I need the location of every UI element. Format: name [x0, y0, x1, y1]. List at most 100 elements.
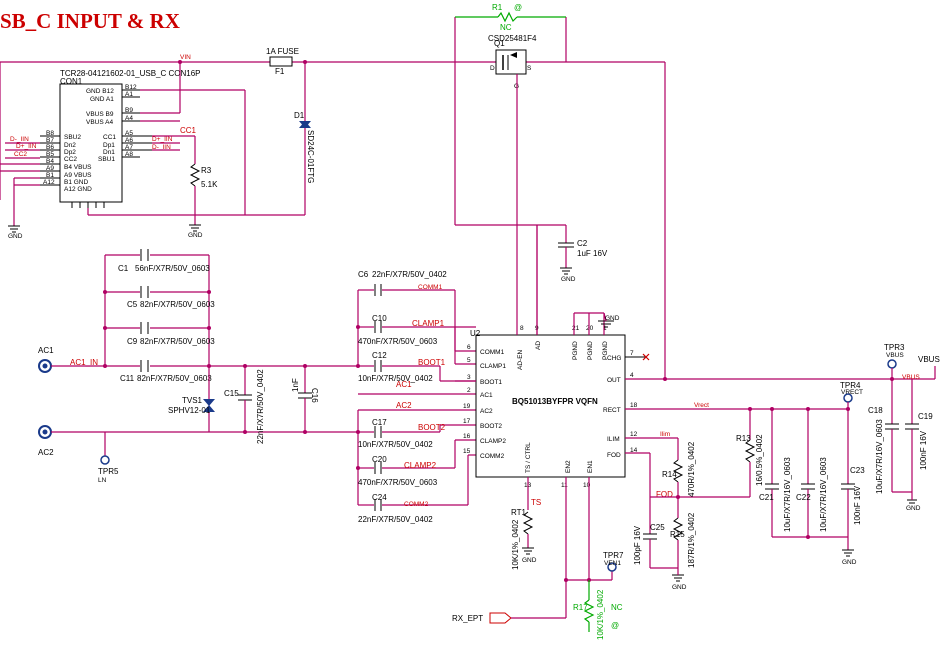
- svg-text:D: D: [490, 65, 495, 72]
- svg-text:10nF/X7R/50V_0402: 10nF/X7R/50V_0402: [358, 374, 433, 383]
- svg-text:CC2: CC2: [14, 151, 27, 158]
- svg-text:C17: C17: [372, 418, 387, 427]
- svg-text:6: 6: [467, 344, 471, 351]
- capacitor-c2: GND C2 1uF 16V: [537, 224, 608, 283]
- svg-text:Dp1: Dp1: [103, 142, 115, 149]
- svg-text:1nF: 1nF: [291, 378, 300, 392]
- svg-text:A1: A1: [125, 91, 133, 98]
- ac-input-network: AC1 AC2 AC1_IN C1 56nF/X7R/50V_0603 C5 8…: [38, 249, 358, 484]
- svg-text:B5: B5: [46, 151, 54, 158]
- svg-text:CLAMP2: CLAMP2: [480, 438, 506, 445]
- svg-text:VBUS A4: VBUS A4: [86, 119, 113, 126]
- svg-text:82nF/X7R/50V_0603: 82nF/X7R/50V_0603: [140, 300, 215, 309]
- svg-text:22nF/X7R/50V_0402: 22nF/X7R/50V_0402: [358, 515, 433, 524]
- svg-text:82nF/X7R/50V_0603: 82nF/X7R/50V_0603: [137, 374, 212, 383]
- svg-text:AD: AD: [535, 341, 542, 350]
- svg-text:SBU1: SBU1: [98, 156, 115, 163]
- svg-text:A5: A5: [125, 130, 133, 137]
- svg-text:PGND: PGND: [602, 341, 609, 360]
- svg-text:C16: C16: [310, 388, 319, 403]
- svg-text:BOOT2: BOOT2: [418, 423, 446, 432]
- svg-text:RT1: RT1: [511, 508, 527, 517]
- svg-text:20: 20: [586, 325, 594, 332]
- svg-text:5: 5: [467, 357, 471, 364]
- resistor-r1: R1 @ NC: [455, 3, 566, 32]
- svg-text:C6: C6: [358, 270, 369, 279]
- svg-text:C1: C1: [118, 264, 129, 273]
- svg-text:GND: GND: [906, 505, 921, 512]
- svg-text:Dn2: Dn2: [64, 142, 76, 149]
- svg-text:CLAMP2: CLAMP2: [404, 461, 437, 470]
- svg-text:RECT: RECT: [603, 407, 621, 414]
- diode-value: SD24C-01FTG: [306, 130, 315, 183]
- vbus-out-label: VBUS: [918, 355, 940, 364]
- svg-text:100nF 16V: 100nF 16V: [853, 485, 862, 525]
- svg-text:R1: R1: [492, 3, 503, 12]
- rx-ept-label: RX_EPT: [452, 614, 483, 623]
- svg-text:R17: R17: [573, 603, 588, 612]
- svg-text:D-_IIN: D-_IIN: [152, 144, 171, 151]
- svg-text:10nF/X7R/50V_0402: 10nF/X7R/50V_0402: [358, 440, 433, 449]
- svg-text:17: 17: [463, 418, 471, 425]
- svg-text:22nF/X7R/50V_0402: 22nF/X7R/50V_0402: [256, 369, 265, 444]
- svg-text:EN2: EN2: [565, 460, 572, 473]
- svg-text:14: 14: [630, 447, 638, 454]
- vin-rail: VIN: [0, 54, 666, 378]
- svg-text:100nF 16V: 100nF 16V: [919, 430, 928, 470]
- svg-text:470nF/X7R/50V_0603: 470nF/X7R/50V_0603: [358, 337, 438, 346]
- svg-text:BOOT2: BOOT2: [480, 423, 502, 430]
- svg-text:2: 2: [467, 387, 471, 394]
- svg-text:16: 16: [463, 433, 471, 440]
- svg-text:18: 18: [630, 402, 638, 409]
- svg-text:VBUS: VBUS: [902, 374, 920, 381]
- svg-text:B4 VBUS: B4 VBUS: [64, 164, 92, 171]
- svg-text:BOOT1: BOOT1: [418, 358, 446, 367]
- ic-u2: U2 BQ51013BYFPR VQFN COMM1 CLAMP1 BOOT1 …: [455, 225, 892, 489]
- svg-text:C5: C5: [127, 300, 138, 309]
- ic-ref: U2: [470, 329, 481, 338]
- ic-value: BQ51013BYFPR VQFN: [512, 397, 598, 406]
- svg-text:PGND: PGND: [587, 341, 594, 360]
- svg-text:R15: R15: [670, 530, 685, 539]
- svg-text:@: @: [514, 3, 522, 12]
- svg-text:GND: GND: [561, 276, 576, 283]
- svg-text:AC1: AC1: [480, 392, 493, 399]
- svg-text:LN: LN: [98, 477, 107, 484]
- svg-text:B9: B9: [125, 107, 133, 114]
- svg-text:10: 10: [583, 482, 591, 489]
- svg-text:100pF 16V: 100pF 16V: [633, 525, 642, 565]
- svg-text:VBUS B9: VBUS B9: [86, 111, 114, 118]
- svg-text:NC: NC: [611, 603, 623, 612]
- svg-text:10uF/X7R/16V_0603: 10uF/X7R/16V_0603: [875, 419, 884, 494]
- svg-text:GND A1: GND A1: [90, 96, 114, 103]
- svg-text:EN1: EN1: [587, 460, 594, 473]
- svg-text:TVS1: TVS1: [182, 396, 203, 405]
- output-network: Ilim Vrect FOD TPR3 VBUS VBUS VBUS GND C…: [633, 343, 940, 591]
- svg-text:SPHV12-01: SPHV12-01: [168, 406, 211, 415]
- svg-text:1: 1: [603, 325, 607, 332]
- fuse-ref: F1: [275, 67, 285, 76]
- svg-text:BOOT1: BOOT1: [480, 379, 502, 386]
- svg-text:C25: C25: [650, 523, 665, 532]
- gnd-label: GND: [8, 233, 23, 240]
- svg-text:CC1: CC1: [103, 134, 116, 141]
- svg-text:GND: GND: [188, 232, 203, 239]
- svg-text:COMM2: COMM2: [480, 453, 505, 460]
- svg-text:COMM1: COMM1: [418, 284, 443, 291]
- svg-text:Dp2: Dp2: [64, 149, 76, 156]
- svg-text:Vrect: Vrect: [694, 402, 709, 409]
- svg-text:C15: C15: [224, 389, 239, 398]
- svg-text:B1 GND: B1 GND: [64, 179, 89, 186]
- svg-text:TPR3: TPR3: [884, 343, 905, 352]
- svg-text:GND: GND: [605, 315, 620, 322]
- svg-text:AC1_IN: AC1_IN: [70, 358, 98, 367]
- svg-text:11: 11: [561, 482, 568, 489]
- svg-text:C10: C10: [372, 314, 387, 323]
- diode-d1: D1 SD24C-01FTG: [294, 62, 315, 215]
- svg-text:A7: A7: [125, 144, 133, 151]
- svg-text:R14: R14: [662, 470, 677, 479]
- svg-text:A6: A6: [125, 137, 133, 144]
- svg-text:8: 8: [520, 325, 524, 332]
- svg-text:R13: R13: [736, 434, 751, 443]
- svg-text:C21: C21: [759, 493, 774, 502]
